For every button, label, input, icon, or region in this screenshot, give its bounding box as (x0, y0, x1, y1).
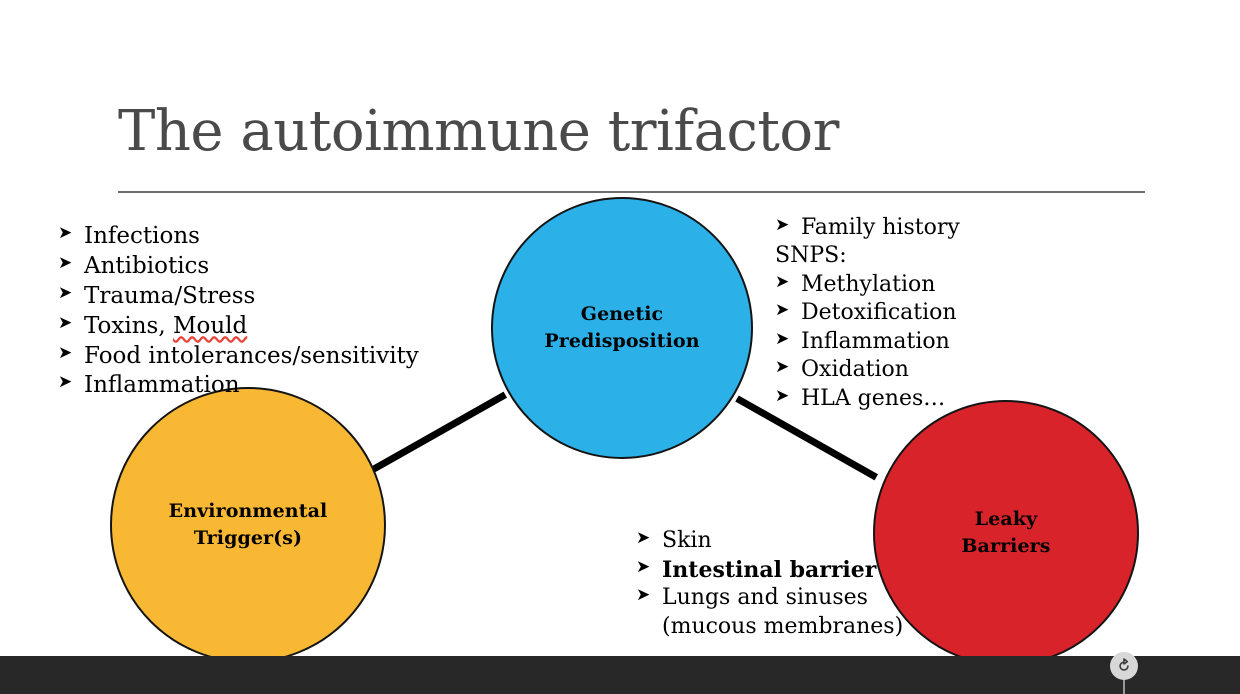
list-item-label: Lungs and sinuses (662, 585, 868, 611)
refresh-icon[interactable] (1110, 652, 1138, 680)
node-leaky-label-line1: Leaky (974, 508, 1038, 531)
list-item: ➤ Skin (636, 527, 903, 556)
list-item-label: Trauma/Stress (84, 282, 256, 309)
node-genetic-label-line1: Genetic (580, 303, 664, 326)
list-item-label: Antibiotics (84, 252, 210, 279)
list-item-label: Skin (662, 528, 712, 553)
list-item-label: Toxins, Mould (84, 312, 248, 339)
list-item: ➤ Inflammation (775, 328, 960, 356)
list-item: ➤ HLA genes… (775, 385, 960, 413)
list-item: ➤ Intestinal barrier (636, 556, 903, 585)
title-divider (118, 191, 1145, 193)
bullet-arrow-icon: ➤ (58, 223, 73, 243)
list-item-label: Inflammation (801, 328, 950, 354)
list-item-label: HLA genes… (801, 385, 946, 411)
list-item: ➤ Oxidation (775, 356, 960, 384)
node-leaky-label-line2: Barriers (961, 535, 1051, 557)
bullet-arrow-icon: ➤ (58, 312, 73, 333)
list-item: ➤ Antibiotics (58, 252, 419, 282)
list-item: ➤ Infections (58, 222, 419, 252)
footer-bar (0, 656, 1240, 694)
list-item: ➤ Trauma/Stress (58, 282, 419, 312)
list-item-continuation: (mucous membranes) (662, 613, 904, 639)
node-environmental-trigger[interactable]: Environmental Trigger(s) (110, 387, 386, 663)
list-environmental-triggers: ➤ Infections ➤ Antibiotics ➤ Trauma/Stress ➤ To… (58, 222, 419, 401)
list-item-label: Family history (801, 215, 960, 240)
bullet-arrow-icon: ➤ (775, 300, 790, 321)
list-item-label: Intestinal barrier (662, 556, 877, 583)
spellcheck-underlined-word: Mould (172, 312, 248, 339)
list-leaky-barriers: ➤ Skin ➤ Intestinal barrier ➤ Lungs and sinus… (636, 527, 903, 641)
bullet-arrow-icon: ➤ (58, 372, 73, 393)
list-item-label: Oxidation (801, 357, 909, 383)
node-environmental-label-line1: Environmental (168, 500, 328, 523)
node-environmental-label-line2: Trigger(s) (193, 527, 303, 549)
list-item-label: Detoxification (801, 300, 957, 326)
bullet-arrow-icon: ➤ (775, 385, 790, 406)
node-leaky-label: Leaky Barriers (961, 506, 1050, 559)
list-item: ➤ Lungs and sinuses (636, 584, 903, 613)
page-title: The autoimmune trifactor (118, 99, 839, 164)
node-genetic-predisposition[interactable]: Genetic Predisposition (491, 197, 753, 459)
list-item-label: Food intolerances/sensitivity (84, 342, 419, 369)
list-item-label: Inflammation (84, 372, 240, 399)
node-leaky-barriers[interactable]: Leaky Barriers (873, 400, 1139, 666)
bullet-arrow-icon: ➤ (58, 282, 73, 303)
list-item: ➤ Detoxification (775, 299, 960, 327)
bullet-arrow-icon: ➤ (775, 271, 790, 292)
connector-environmental-to-genetic (371, 391, 508, 473)
list-item-heading: SNPS: (775, 243, 847, 269)
bullet-arrow-icon: ➤ (636, 528, 651, 548)
bullet-arrow-icon: ➤ (636, 556, 651, 577)
list-item: ➤ Toxins, Mould (58, 312, 419, 342)
bullet-arrow-icon: ➤ (636, 585, 651, 606)
list-item-label: Infections (84, 223, 200, 249)
node-environmental-label: Environmental Trigger(s) (169, 498, 328, 551)
list-item: ➤ Family history (775, 214, 960, 242)
bullet-arrow-icon: ➤ (775, 328, 790, 349)
list-item-label: Methylation (801, 271, 936, 297)
list-item: ➤ Inflammation (58, 371, 419, 401)
bullet-arrow-icon: ➤ (775, 357, 790, 378)
list-item: ➤ Food intolerances/sensitivity (58, 342, 419, 372)
bullet-arrow-icon: ➤ (775, 215, 790, 235)
refresh-icon-stem (1123, 666, 1125, 694)
node-genetic-label-line2: Predisposition (544, 330, 700, 352)
list-item: ➤ Methylation (775, 271, 960, 299)
bullet-arrow-icon: ➤ (58, 342, 73, 363)
node-genetic-label: Genetic Predisposition (544, 301, 699, 354)
bullet-arrow-icon: ➤ (58, 252, 73, 273)
